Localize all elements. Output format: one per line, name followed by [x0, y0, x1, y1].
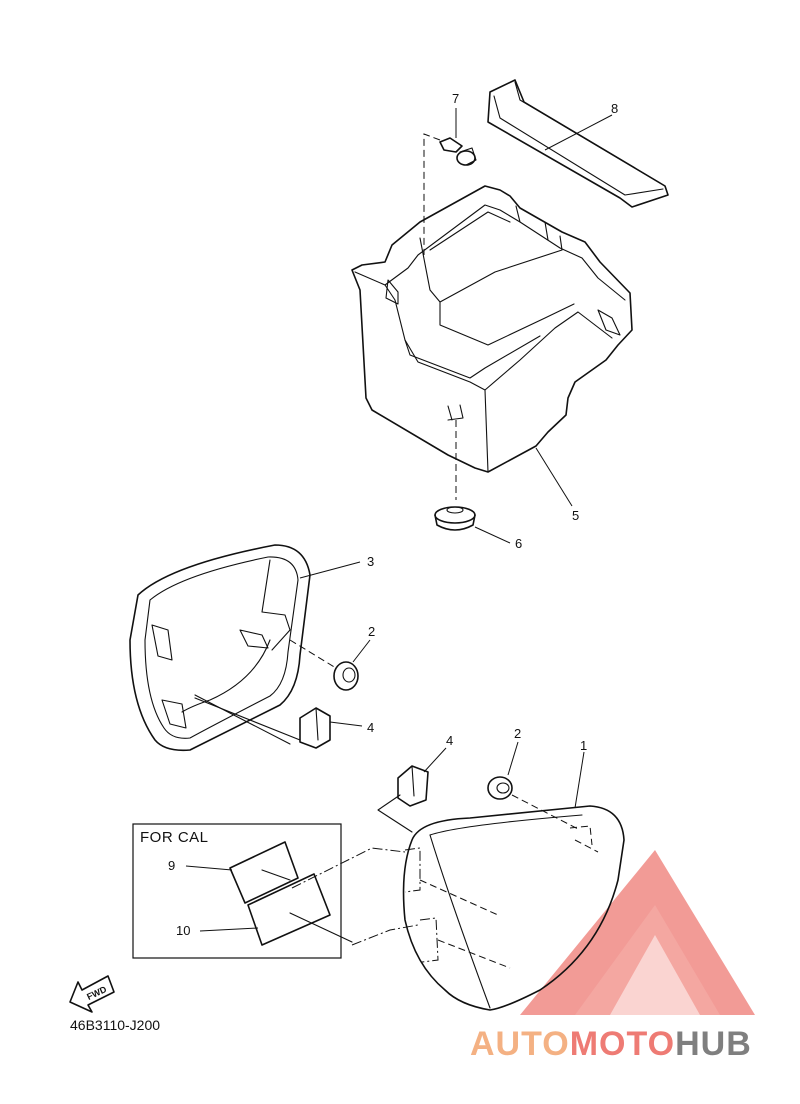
part-2-grommet-upper — [289, 639, 371, 691]
callout-3: 3 — [367, 554, 374, 569]
callout-7: 7 — [452, 91, 459, 106]
watermark-hub: HUB — [675, 1025, 752, 1063]
part-3-side-cover-left — [129, 544, 361, 752]
callout-2-upper: 2 — [368, 624, 375, 639]
part-5-battery-box — [351, 185, 633, 507]
callout-5: 5 — [572, 508, 579, 523]
watermark-text: AUTOMOTOHUB — [470, 1025, 752, 1063]
callout-9: 9 — [168, 858, 175, 873]
part-2-grommet-lower — [487, 741, 581, 831]
part-6-grommet — [434, 506, 511, 544]
watermark-logo: AUTOMOTOHUB — [470, 850, 755, 1063]
part-4-damper-lower — [377, 747, 447, 833]
inset-frame — [132, 823, 342, 959]
inset-for-cal: FOR CAL — [132, 823, 419, 959]
watermark-triangle-inner-icon — [575, 905, 720, 1015]
part-4-damper-upper — [194, 697, 363, 749]
callout-1: 1 — [580, 738, 587, 753]
watermark-moto: MOTO — [570, 1025, 675, 1063]
diagram-code: 46B3110-J200 — [70, 1017, 160, 1033]
callout-4-upper: 4 — [367, 720, 374, 735]
callout-10: 10 — [176, 923, 190, 938]
part-10-label-plate — [247, 873, 331, 946]
callout-6: 6 — [515, 536, 522, 551]
fwd-arrow-icon: FWD — [69, 975, 115, 1013]
part-9-label-plate — [229, 841, 299, 904]
watermark-auto: AUTO — [470, 1025, 570, 1063]
part-7-bolt — [423, 108, 477, 255]
callout-4-lower: 4 — [446, 733, 453, 748]
callout-8: 8 — [611, 101, 618, 116]
part-8-battery-band — [487, 79, 669, 208]
callout-2-lower: 2 — [514, 726, 521, 741]
part-1-side-cover-right — [402, 751, 625, 1011]
inset-title: FOR CAL — [140, 829, 209, 846]
